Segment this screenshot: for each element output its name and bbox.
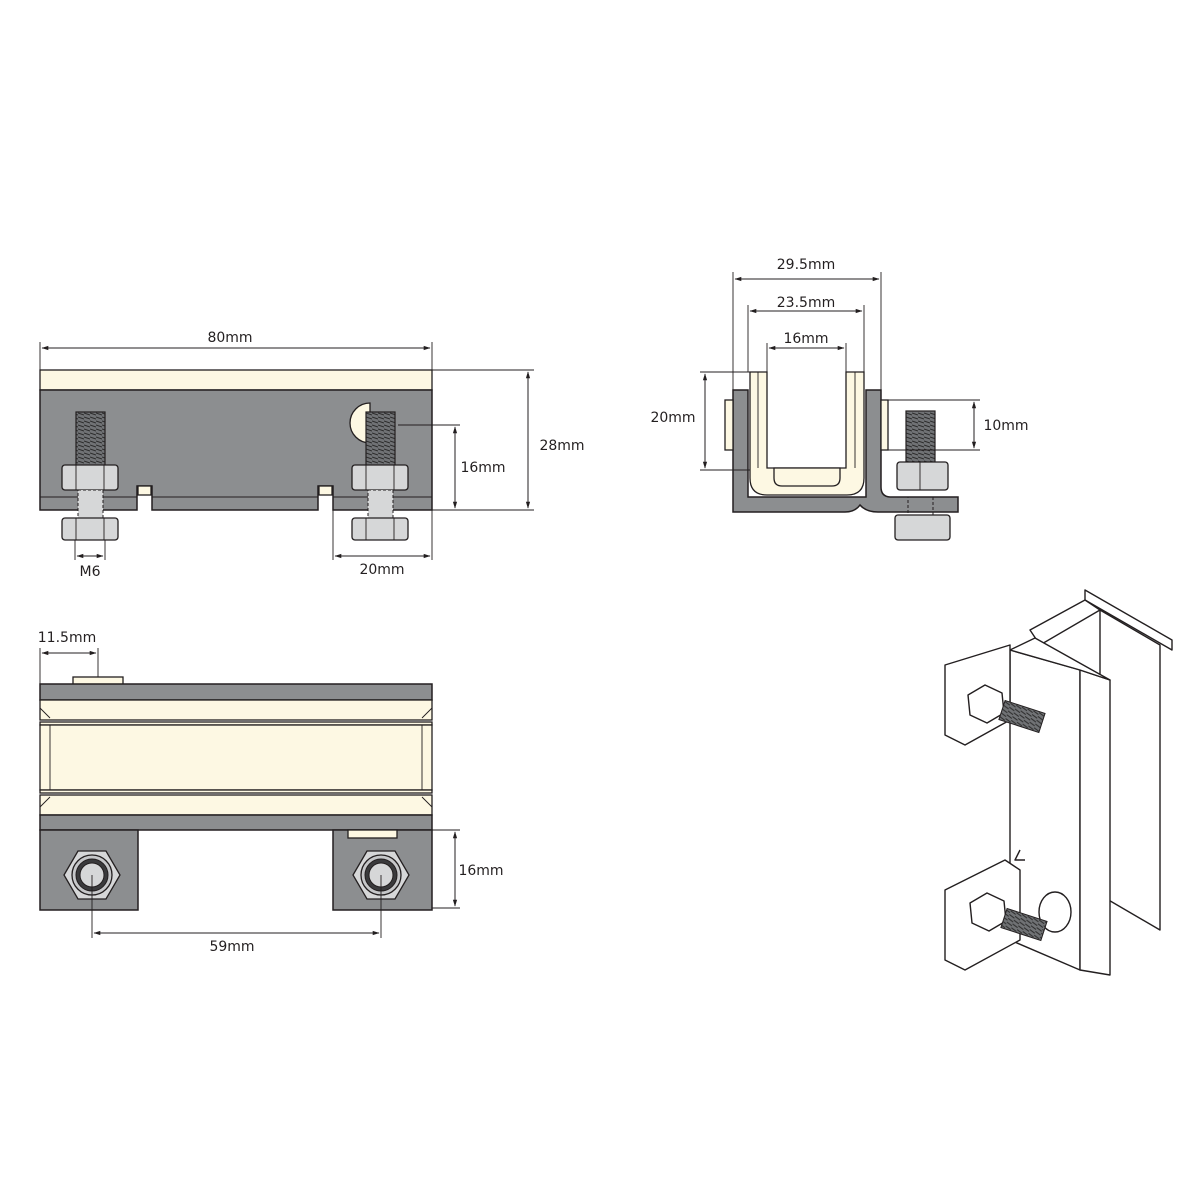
lower-bolt-icon bbox=[969, 892, 1048, 942]
insert-base bbox=[773, 467, 841, 487]
front-edge bbox=[1079, 669, 1111, 976]
hole-icon bbox=[349, 402, 371, 444]
bolt-icon bbox=[894, 410, 951, 541]
end-view: 29.5mm 23.5mm 16mm 20mm 10mm bbox=[650, 257, 1029, 541]
top-view: 11.5mm 16mm 59mm bbox=[38, 630, 504, 955]
bottom-band bbox=[39, 814, 433, 831]
dim-foot-height: 16mm bbox=[458, 863, 503, 879]
top-band bbox=[39, 683, 433, 701]
dim-height: 28mm bbox=[539, 438, 584, 454]
tab-left bbox=[724, 399, 734, 451]
dim-bolt-spacing: 59mm bbox=[209, 939, 254, 955]
dim-inner-width: 16mm bbox=[783, 331, 828, 347]
notch bbox=[318, 485, 333, 496]
insert-panel bbox=[39, 724, 433, 791]
dim-bolt-height: 16mm bbox=[460, 460, 505, 476]
rear-top bbox=[1029, 599, 1101, 646]
dim-thread: M6 bbox=[80, 564, 101, 580]
dim-outer-width: 29.5mm bbox=[777, 257, 835, 273]
dim-mid-width: 23.5mm bbox=[777, 295, 835, 311]
tab-right bbox=[880, 399, 889, 451]
isometric-view bbox=[944, 589, 1173, 976]
notch bbox=[137, 485, 152, 496]
upper-bolt-icon bbox=[967, 684, 1046, 734]
dim-insert-height: 20mm bbox=[650, 410, 695, 426]
rear-flange bbox=[1084, 589, 1173, 651]
l-bracket bbox=[732, 389, 959, 513]
bolt-right-icon bbox=[351, 411, 409, 541]
insert-lower bbox=[39, 794, 433, 816]
insert-strip bbox=[39, 369, 433, 391]
foot-tab bbox=[347, 829, 398, 839]
dim-bolt-offset: 20mm bbox=[359, 562, 404, 578]
bolt-left-icon bbox=[61, 411, 119, 541]
top-edge bbox=[1009, 637, 1111, 681]
insert-upper bbox=[39, 699, 433, 721]
dim-length: 80mm bbox=[207, 330, 252, 346]
dim-tab-height: 10mm bbox=[983, 418, 1028, 434]
side-view: 80mm 28mm 16mm 20mm M6 bbox=[39, 330, 585, 580]
dim-tab-offset: 11.5mm bbox=[38, 630, 96, 646]
insert-line bbox=[39, 789, 433, 794]
notch-line bbox=[1014, 849, 1025, 861]
